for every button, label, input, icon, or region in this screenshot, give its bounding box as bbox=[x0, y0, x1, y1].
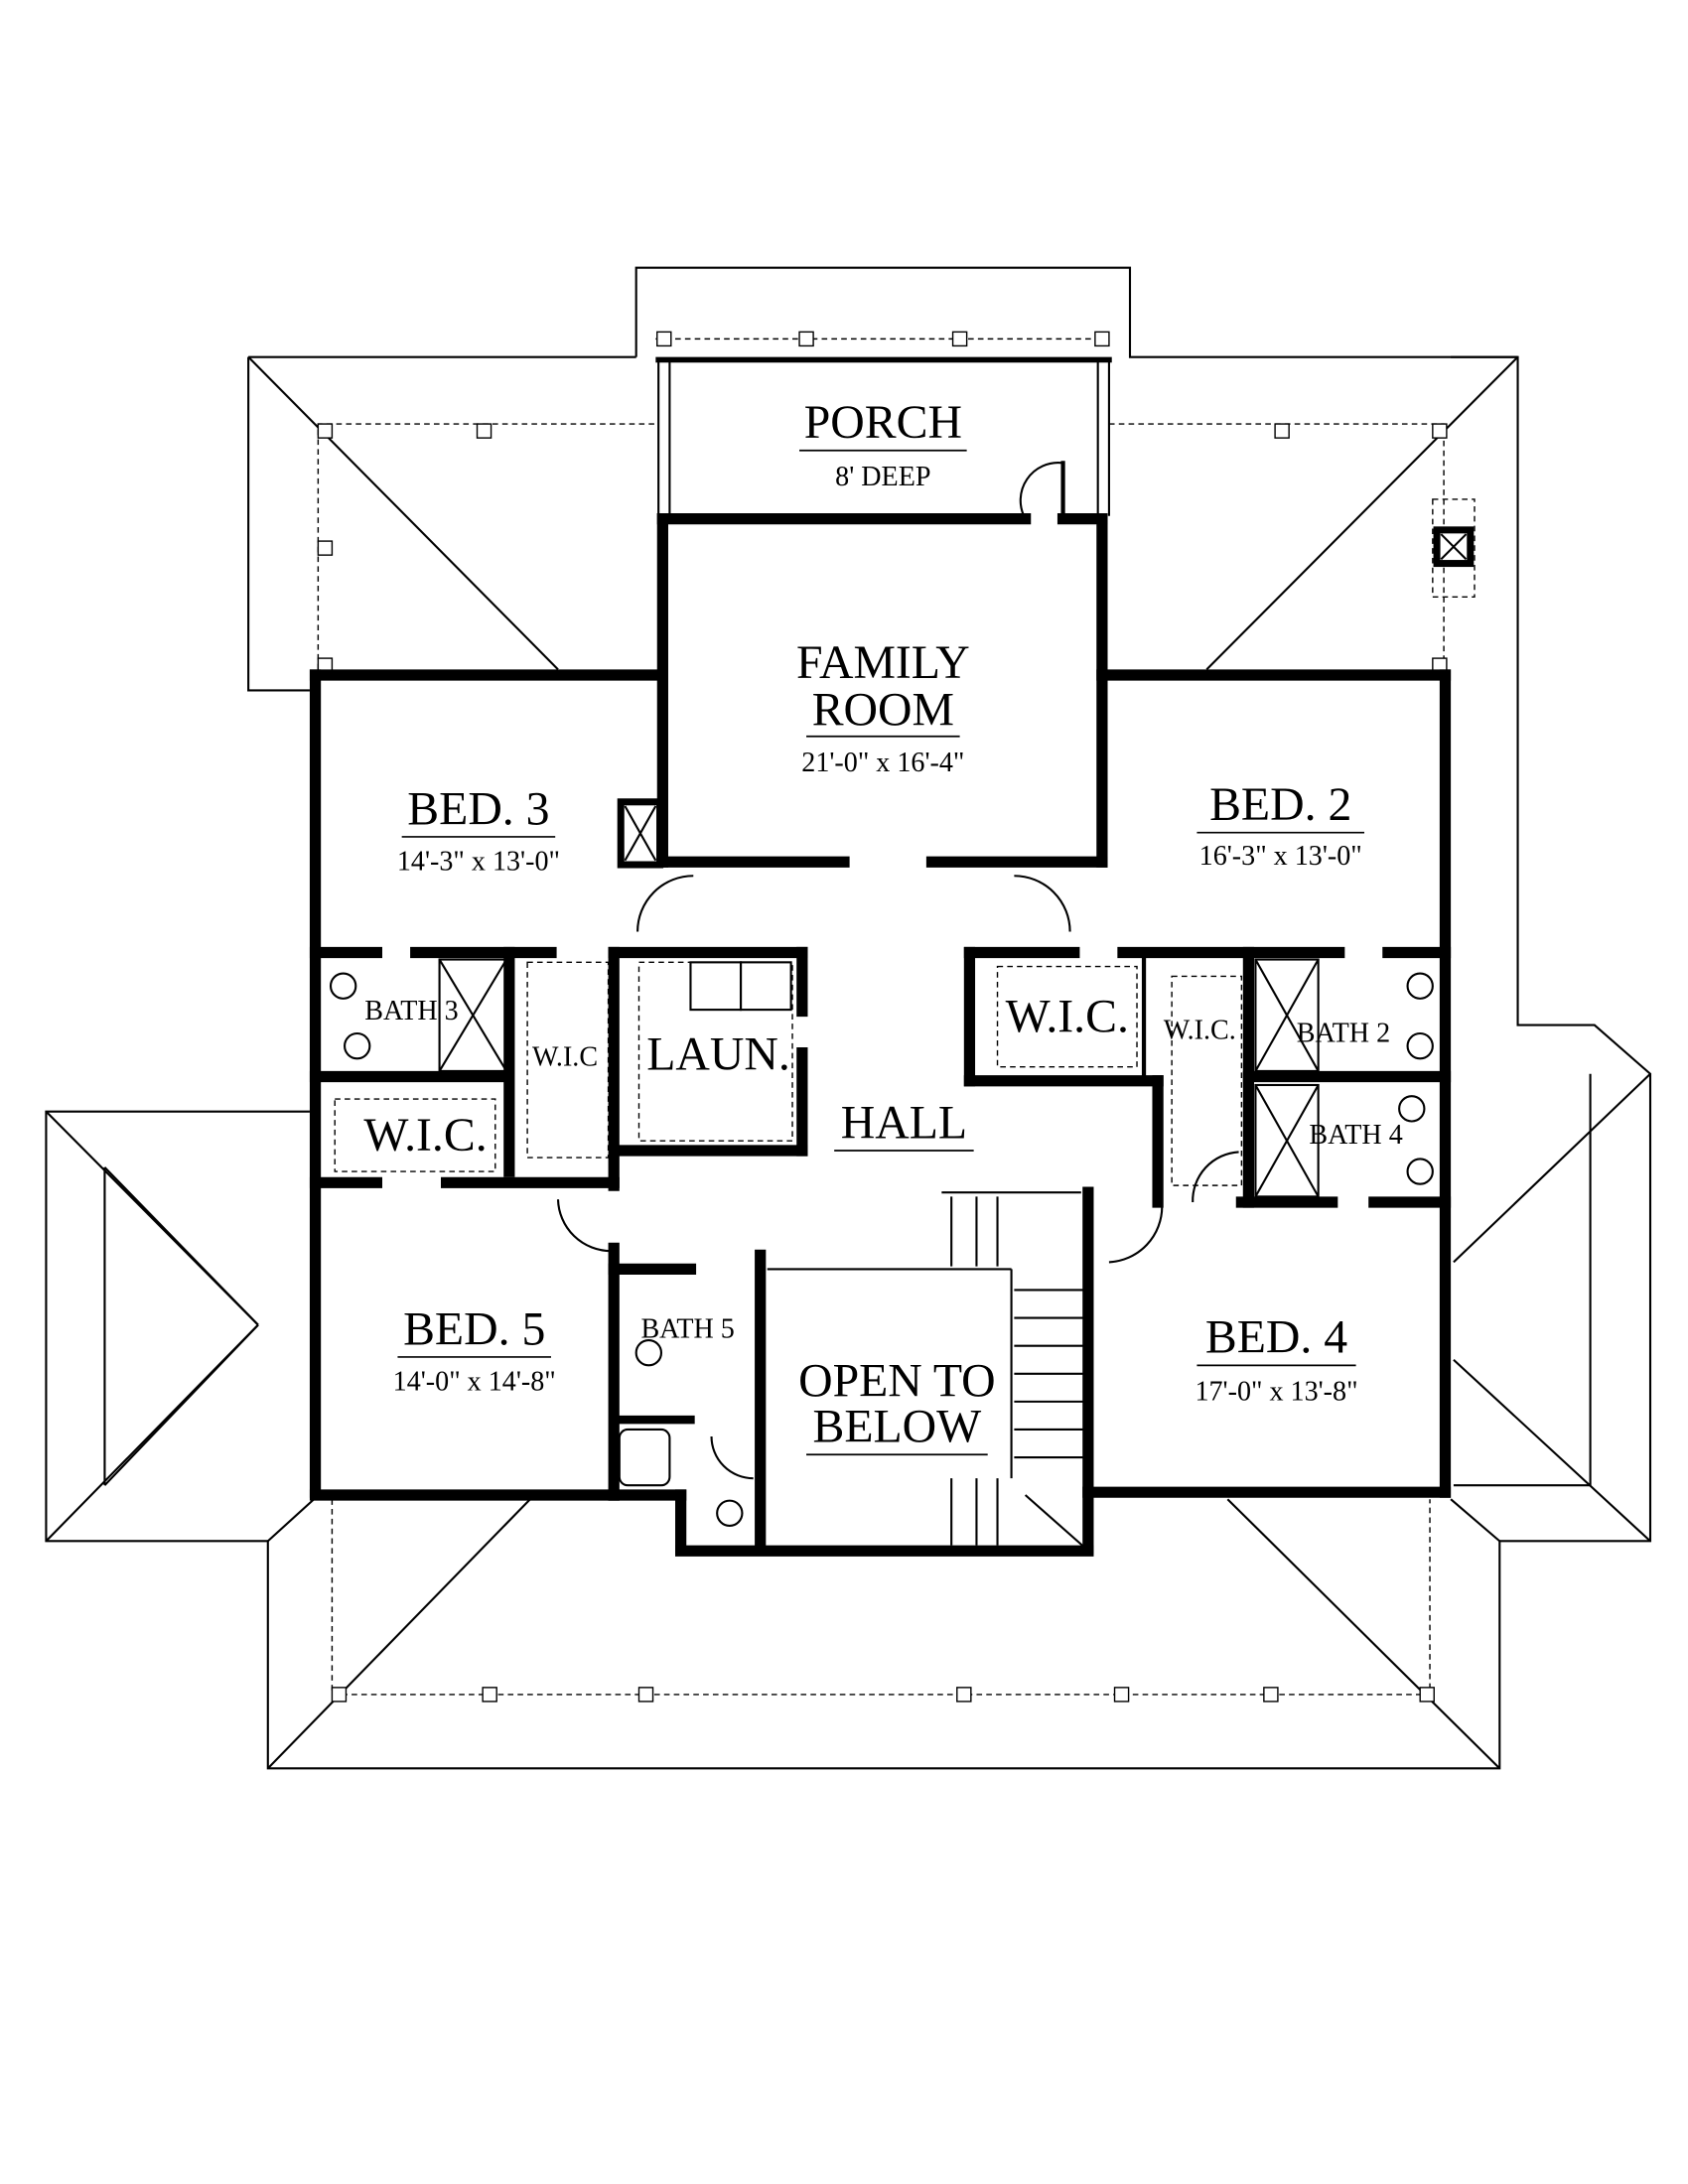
bath2-label: BATH 2 bbox=[1297, 1018, 1390, 1048]
shower-bath3 bbox=[438, 958, 508, 1072]
bed2-dims: 16'-3" x 13'-0" bbox=[1199, 841, 1362, 872]
roof-posts bbox=[317, 331, 1448, 1703]
wic-right-label: W.I.C. bbox=[1006, 991, 1129, 1043]
walls bbox=[309, 356, 1452, 1557]
bathtub-bath5 bbox=[618, 1428, 671, 1487]
roof-outline bbox=[45, 266, 1652, 1770]
bed3-dims: 14'-3" x 13'-0" bbox=[397, 847, 560, 878]
bed4-label: BED. 4 bbox=[1205, 1311, 1347, 1364]
bed2-label: BED. 2 bbox=[1209, 778, 1351, 831]
family-room-label-2: ROOM bbox=[812, 684, 954, 737]
bed3-label: BED. 3 bbox=[407, 782, 549, 835]
bed5-dims: 14'-0" x 14'-8" bbox=[393, 1367, 556, 1398]
bath3-label: BATH 3 bbox=[364, 996, 458, 1026]
bath4-label: BATH 4 bbox=[1309, 1120, 1402, 1151]
chimney-icon bbox=[1432, 498, 1476, 598]
wic-bed3-label: W.I.C bbox=[532, 1041, 598, 1072]
bed4-dims: 17'-0" x 13'-8" bbox=[1195, 1376, 1357, 1407]
wic-bed5-label: W.I.C. bbox=[363, 1109, 487, 1161]
room-labels: PORCH 8' DEEP FAMILY ROOM 21'-0" x 16'-4… bbox=[363, 396, 1403, 1456]
porch-depth: 8' DEEP bbox=[835, 462, 930, 492]
family-room-dims: 21'-0" x 16'-4" bbox=[801, 748, 964, 778]
stair-treads bbox=[950, 1196, 1086, 1546]
bath5-label: BATH 5 bbox=[640, 1313, 734, 1344]
open-to-below-label-1: OPEN TO bbox=[798, 1354, 996, 1407]
bed5-label: BED. 5 bbox=[403, 1302, 545, 1355]
open-to-below-label-2: BELOW bbox=[813, 1401, 982, 1453]
family-room-label-1: FAMILY bbox=[796, 636, 970, 689]
hall-label: HALL bbox=[841, 1096, 967, 1149]
laundry-label: LAUN. bbox=[646, 1028, 790, 1081]
wic-bed2-label: W.I.C. bbox=[1164, 1016, 1236, 1046]
porch-label: PORCH bbox=[804, 396, 962, 449]
